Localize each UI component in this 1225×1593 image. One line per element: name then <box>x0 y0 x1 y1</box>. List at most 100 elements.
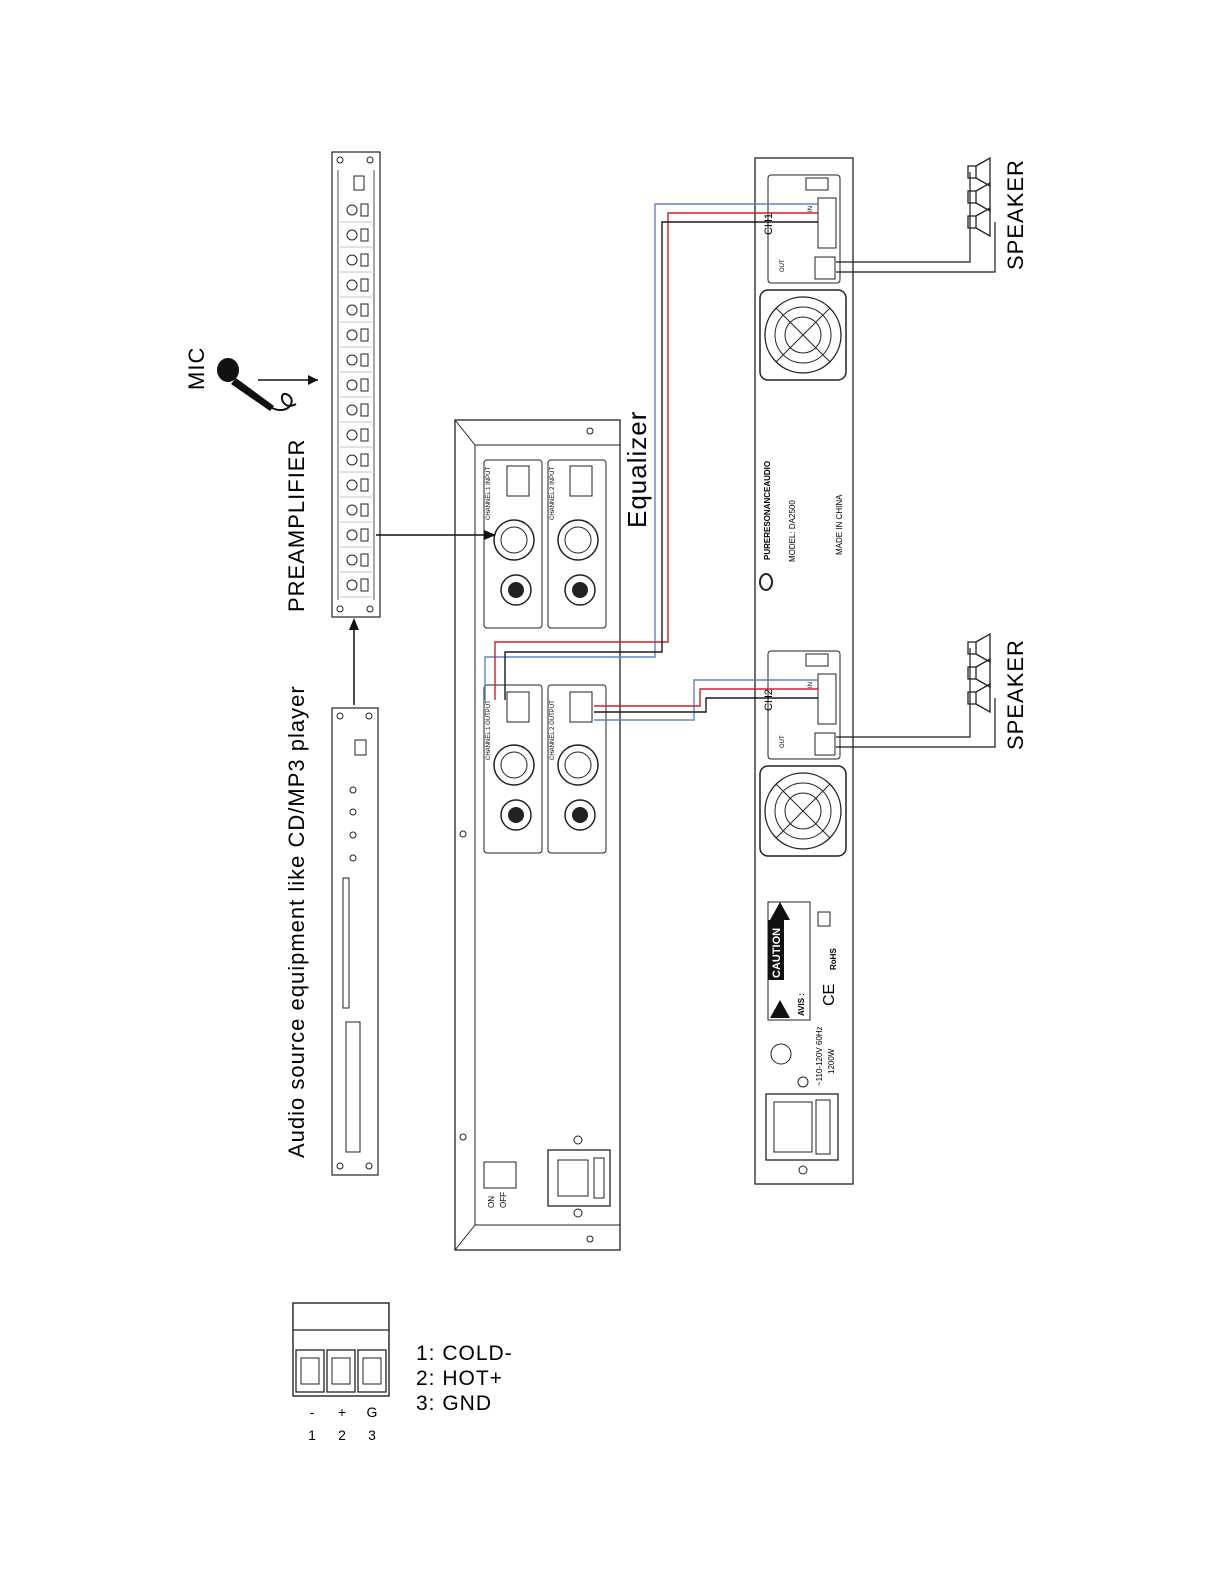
pin-number: 3 <box>368 1427 376 1443</box>
speaker-icon <box>967 156 991 188</box>
amp-ch1-terminal-block <box>767 174 841 284</box>
pin-numbers: 1 2 3 <box>308 1427 376 1443</box>
preamp-switch[interactable] <box>360 203 369 217</box>
preamp-switch[interactable] <box>360 253 369 267</box>
amp-brand: PURERESONANCEAUDIO <box>763 461 772 560</box>
amp-power-rating: ~110-120V 60Hz <box>815 1026 824 1086</box>
amp-made-in: MADE IN CHINA <box>835 494 844 555</box>
preamplifier-label: PREAMPLIFIER <box>284 439 309 612</box>
preamp-switch[interactable] <box>360 528 369 542</box>
amp-model: MODEL: DA2500 <box>788 500 797 562</box>
preamp-switch[interactable] <box>360 553 369 567</box>
eq-ch1-input-label: CHANNEL 1 INPUT <box>486 467 492 520</box>
speaker-icon <box>967 632 991 664</box>
audio-source-label: Audio source equipment like CD/MP3 playe… <box>284 685 309 1158</box>
equalizer-unit: CHANNEL 1 INPUT CHANNEL 2 INPUT CHANNEL … <box>454 419 621 1251</box>
amp-ch2-terminal-block <box>767 650 841 760</box>
amp-power-inlet <box>765 1093 839 1161</box>
preamp-knob[interactable] <box>346 304 358 316</box>
amp-ce-mark: CE <box>821 984 838 1006</box>
pin-symbols: - + G <box>310 1404 378 1420</box>
preamp-knob[interactable] <box>346 254 358 266</box>
preamp-switch[interactable] <box>360 328 369 342</box>
eq-ch2-input-panel <box>547 459 607 629</box>
pin-number: 2 <box>338 1427 346 1443</box>
preamp-knob[interactable] <box>346 454 358 466</box>
eq-off-label: OFF <box>499 1192 508 1208</box>
pin-symbol: G <box>367 1404 378 1420</box>
amp-power-watts: 1200W <box>827 1048 836 1074</box>
speaker-group-bottom <box>967 632 991 714</box>
pin-number: 1 <box>308 1427 316 1443</box>
eq-power-inlet <box>547 1149 611 1207</box>
power-amplifier-unit: CH1 IN OUT PURERESONANCEAUDIO MODEL: DA2… <box>754 157 854 1185</box>
amp-ch1-label: CH1 <box>763 213 775 235</box>
microphone <box>217 358 297 411</box>
preamp-switch[interactable] <box>360 428 369 442</box>
speaker-icon <box>967 181 991 213</box>
speaker-group-top <box>967 156 991 238</box>
preamp-knob[interactable] <box>346 379 358 391</box>
pin-legend-item: 3: GND <box>416 1392 492 1415</box>
amp-ch2-in-label: IN <box>808 682 814 688</box>
eq-ch1-input-panel <box>483 459 543 629</box>
preamp-knob[interactable] <box>346 554 358 566</box>
preamp-knob[interactable] <box>346 404 358 416</box>
speaker-bottom-label: SPEAKER <box>1003 639 1028 750</box>
preamp-knob[interactable] <box>346 504 358 516</box>
amp-avis-text: AVIS : <box>797 993 806 1016</box>
preamp-knob[interactable] <box>346 204 358 216</box>
preamp-knob[interactable] <box>346 229 358 241</box>
preamp-switch[interactable] <box>360 403 369 417</box>
preamp-channel-strips <box>340 203 372 598</box>
preamp-switch[interactable] <box>360 503 369 517</box>
equalizer-label: Equalizer <box>622 411 652 528</box>
preamp-knob[interactable] <box>346 279 358 291</box>
phoenix-connector <box>292 1302 390 1397</box>
preamp-switch[interactable] <box>360 303 369 317</box>
amp-ch2-label: CH2 <box>763 689 775 711</box>
eq-ch2-xlr-input[interactable] <box>557 519 599 561</box>
preamp-switch[interactable] <box>360 278 369 292</box>
eq-power-switch[interactable] <box>483 1161 517 1189</box>
wire-ch2-hot <box>594 688 818 707</box>
amp-rohs-mark: RoHS <box>829 948 838 970</box>
amp-caution-text: CAUTION <box>771 928 783 978</box>
eq-ch1-xlr-output[interactable] <box>493 744 535 786</box>
cd-player-unit <box>331 707 379 1176</box>
pin-legend: 1: COLD-2: HOT+3: GND <box>416 1342 512 1415</box>
wire-ch1-cold <box>484 203 818 700</box>
speaker-icon <box>967 657 991 689</box>
eq-ch1-output-panel <box>483 684 543 854</box>
preamp-switch[interactable] <box>360 453 369 467</box>
amp-fan-2 <box>759 765 847 857</box>
speaker-wires <box>836 172 996 748</box>
preamp-knob[interactable] <box>346 579 358 591</box>
preamp-switch[interactable] <box>360 353 369 367</box>
amp-ch1-in-label: IN <box>808 206 814 212</box>
pin-symbol: - <box>310 1404 315 1420</box>
eq-ch2-xlr-output[interactable] <box>557 744 599 786</box>
preamp-switch[interactable] <box>360 378 369 392</box>
pin-symbol: + <box>338 1404 346 1420</box>
preamp-switch[interactable] <box>360 478 369 492</box>
preamp-knob[interactable] <box>346 329 358 341</box>
eq-ch1-output-label: CHANNEL 1 OUTPUT <box>486 700 492 760</box>
pin-legend-item: 2: HOT+ <box>416 1367 503 1390</box>
speaker-icon <box>967 206 991 238</box>
preamp-knob[interactable] <box>346 354 358 366</box>
speaker-icon <box>967 682 991 714</box>
mic-label: MIC <box>184 347 209 390</box>
preamp-switch[interactable] <box>360 578 369 592</box>
eq-ch2-output-panel <box>547 684 607 854</box>
preamp-knob[interactable] <box>346 479 358 491</box>
preamp-switch[interactable] <box>360 228 369 242</box>
wire-ch2-cold <box>594 679 818 721</box>
preamp-knob[interactable] <box>346 529 358 541</box>
preamp-knob[interactable] <box>346 429 358 441</box>
eq-ch2-input-label: CHANNEL 2 INPUT <box>550 467 556 520</box>
eq-ch1-xlr-input[interactable] <box>493 519 535 561</box>
amp-fan-1 <box>759 289 847 381</box>
signal-wires <box>484 203 818 721</box>
wire-ch1-hot <box>494 212 818 700</box>
